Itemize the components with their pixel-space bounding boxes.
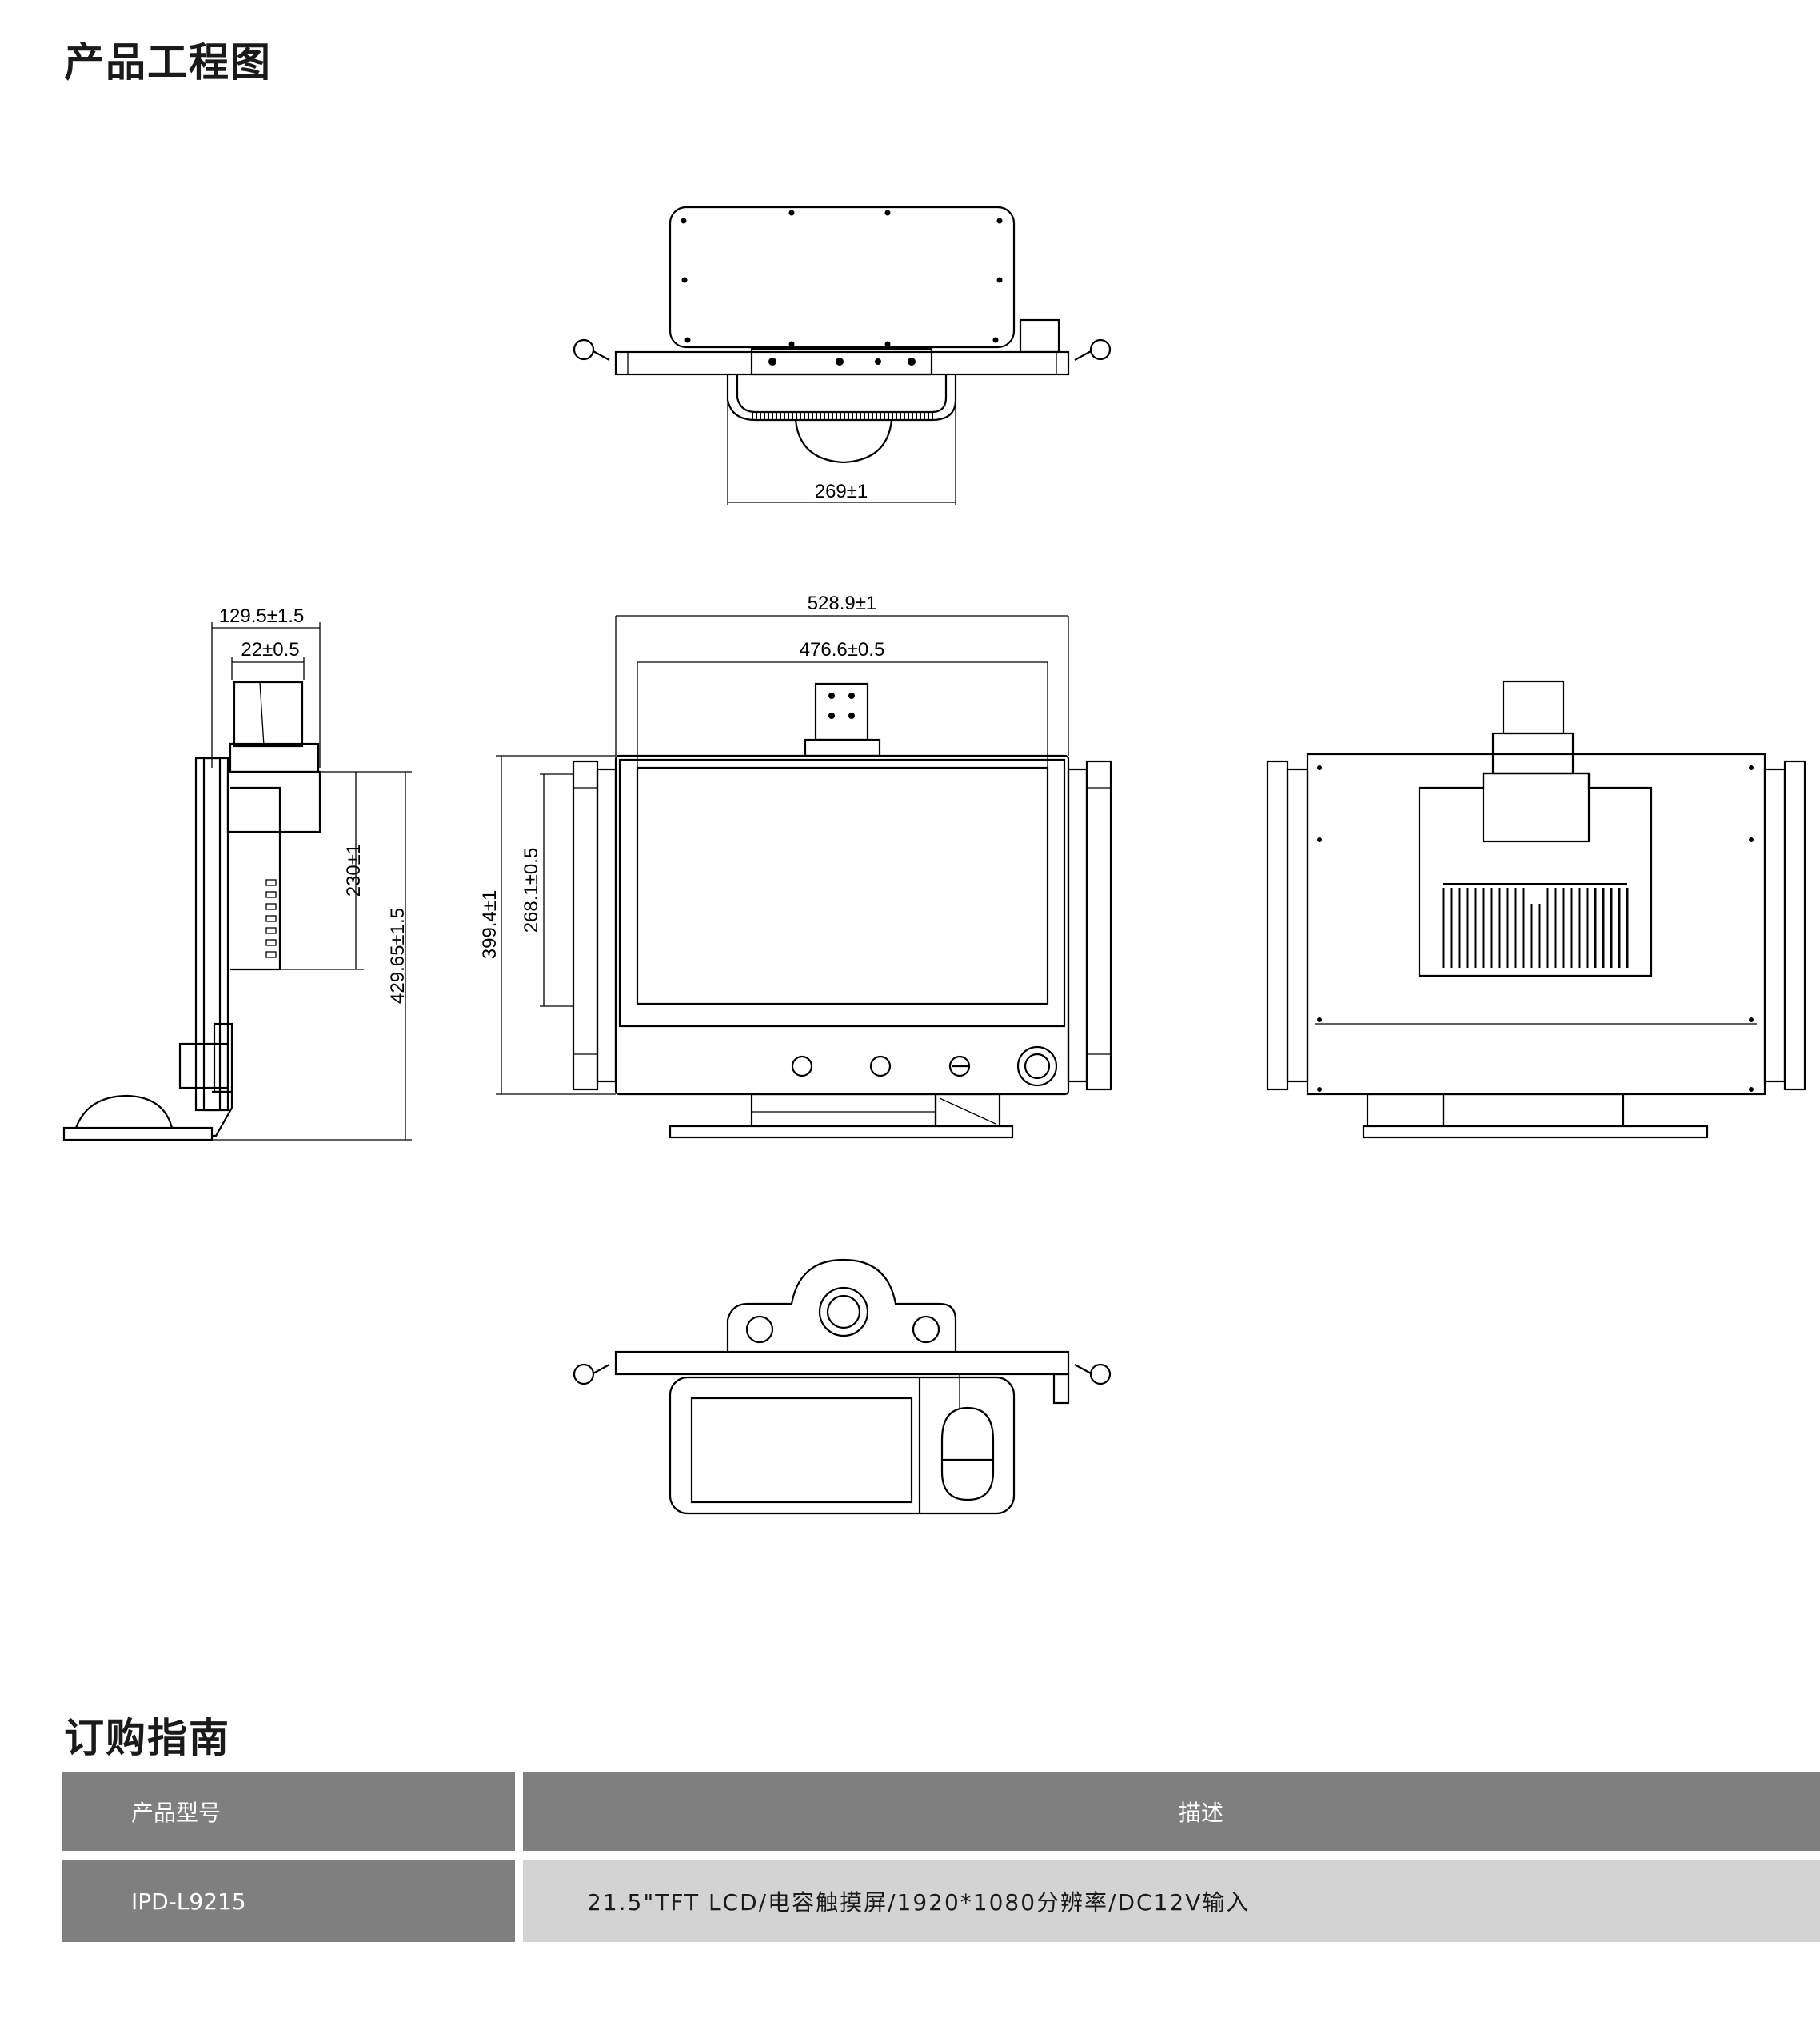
side-depth-mount-dimension: 22±0.5	[241, 639, 299, 661]
side-depth-total-dimension: 129.5±1.5	[219, 605, 305, 627]
front-height-screen-dimension: 268.1±0.5	[521, 848, 542, 933]
header-model: 产品型号	[62, 1772, 515, 1851]
front-height-total-dimension: 399.4±1	[479, 890, 501, 960]
top-view: 269±1	[573, 206, 1112, 505]
side-height-upper-dimension: 230±1	[343, 844, 365, 897]
top-width-dimension: 269±1	[815, 481, 868, 502]
description-cell: 21.5"TFT LCD/电容触摸屏/1920*1080分辨率/DC12V输入	[523, 1860, 1820, 1942]
ordering-section-title: 订购指南	[64, 1715, 230, 1761]
table-row: IPD-L9215 21.5"TFT LCD/电容触摸屏/1920*1080分辨…	[62, 1860, 1820, 1942]
bottom-view	[573, 1258, 1112, 1515]
front-width-total-dimension: 528.9±1	[808, 593, 877, 614]
side-view: 129.5±1.5 22±0.5 230±1 429.65±1.5	[62, 605, 412, 1141]
front-width-screen-dimension: 476.6±0.5	[800, 639, 885, 661]
side-height-total-dimension: 429.65±1.5	[387, 908, 409, 1004]
heatsink-fins	[1442, 883, 1629, 968]
header-description: 描述	[523, 1772, 1820, 1851]
drawing-section-title: 产品工程图	[64, 39, 272, 86]
side-vent-slots	[265, 879, 277, 958]
front-view: 528.9±1 476.6±0.5 399.4±1 268.1±0.5	[479, 593, 1112, 1139]
rear-view	[1266, 680, 1806, 1139]
engineering-drawing: 269±1 129.5±1.5 22±0.5 230±1 42	[62, 206, 1806, 1515]
ordering-table: 产品型号 描述 IPD-L9215 21.5"TFT LCD/电容触摸屏/192…	[62, 1772, 1820, 1942]
model-cell: IPD-L9215	[62, 1860, 515, 1942]
table-header-row: 产品型号 描述	[62, 1772, 1820, 1851]
